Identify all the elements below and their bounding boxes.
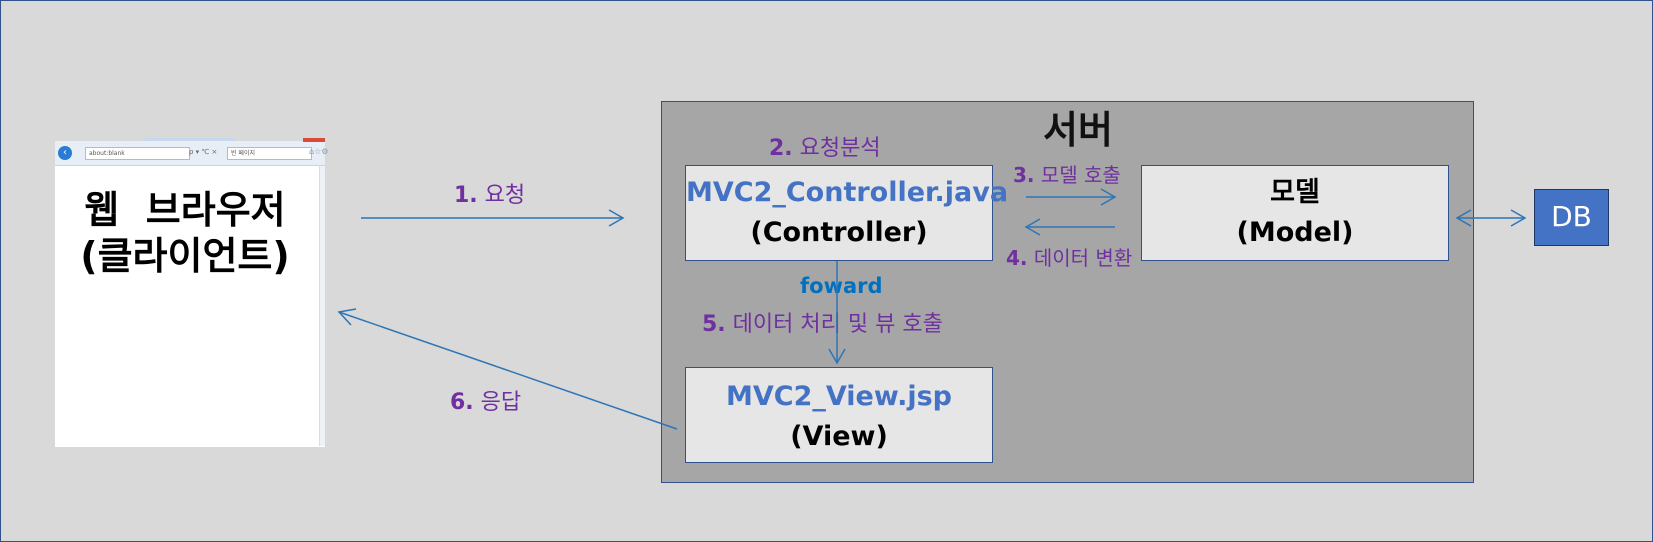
data-return-arrowhead [1024, 218, 1041, 236]
step-6-number: 6. [450, 390, 474, 415]
server-title: 서버 [1043, 108, 1113, 152]
step-4-text: 데이터 변환 [1033, 246, 1133, 270]
step-6-label: 6. 응답 [450, 389, 521, 417]
browser-tools-icon: ⌂☆⚙ [309, 147, 329, 156]
step-1-number: 1. [454, 183, 478, 208]
client-label: 웹 브라우저 (클라이언트) [55, 187, 315, 279]
forward-arrowhead [828, 348, 846, 365]
request-arrowhead [608, 209, 625, 227]
browser-scrollbar [319, 166, 325, 446]
browser-close-button [303, 138, 325, 142]
step-5-number: 5. [702, 312, 726, 337]
db-link-arrowhead-left [1455, 209, 1472, 227]
client-label-line2: (클라이언트) [80, 234, 290, 278]
browser-address-bar: about:blank [85, 147, 190, 160]
step-3-label: 3. 모델 호출 [1013, 161, 1121, 189]
forward-label: foward [800, 274, 883, 298]
model-name: 모델 [1270, 177, 1320, 208]
view-role: (View) [790, 421, 888, 452]
step-3-text: 모델 호출 [1040, 163, 1121, 187]
model-call-arrowhead [1100, 188, 1117, 206]
browser-toolbar: ‹ about:blank ρ ▾ ℃ × 빈 페이지 ⌂☆⚙ [55, 138, 329, 166]
controller-role: (Controller) [750, 217, 928, 248]
response-arrow [338, 311, 678, 430]
step-4-label: 4. 데이터 변환 [1006, 244, 1132, 272]
client-label-line1: 웹 브라우저 [84, 188, 286, 232]
step-2-label: 2. 요청분석 [769, 135, 881, 163]
address-controls-icon: ρ ▾ ℃ × [189, 148, 218, 156]
browser-tab: 빈 페이지 [227, 147, 312, 160]
back-arrow-icon: ‹ [58, 146, 72, 160]
model-box: 모델 (Model) [1141, 165, 1449, 261]
view-box: MVC2_View.jsp (View) [685, 367, 993, 463]
step-2-number: 2. [769, 136, 793, 161]
step-1-label: 1. 요청 [454, 182, 525, 210]
database-box: DB [1534, 189, 1609, 246]
step-2-text: 요청분석 [799, 136, 881, 161]
web-browser-window: ‹ about:blank ρ ▾ ℃ × 빈 페이지 ⌂☆⚙ 웹 브라우저 (… [55, 138, 329, 447]
step-4-number: 4. [1006, 246, 1028, 270]
model-role: (Model) [1236, 217, 1354, 248]
controller-box: MVC2_Controller.java (Controller) [685, 165, 1009, 261]
step-1-text: 요청 [484, 183, 526, 208]
controller-filename: MVC2_Controller.java [686, 177, 1009, 208]
step-3-number: 3. [1013, 163, 1035, 187]
db-link-arrowhead-right [1510, 209, 1527, 227]
browser-title-bar [145, 138, 235, 141]
response-arrowhead [337, 308, 357, 326]
view-filename: MVC2_View.jsp [726, 381, 952, 412]
step-6-text: 응답 [480, 390, 522, 415]
